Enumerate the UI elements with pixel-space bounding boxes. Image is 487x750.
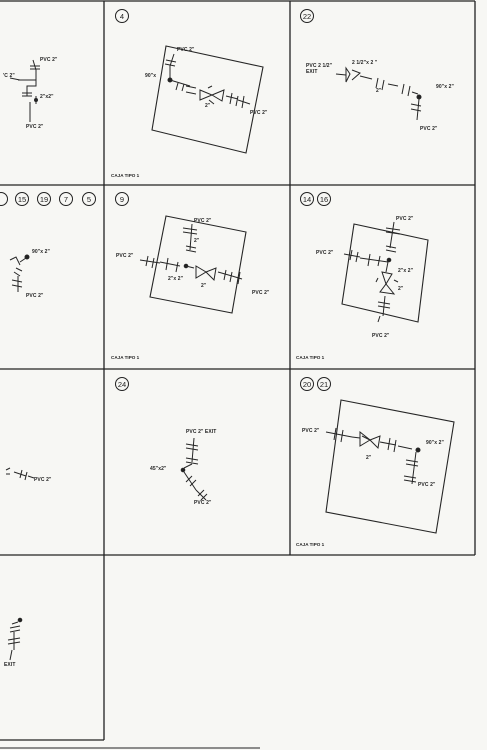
cell-4-diagram: [9, 254, 30, 292]
cell-3-badge: 22: [300, 9, 314, 23]
cell-1-label-bottom: PVC 2": [26, 124, 44, 130]
cell-2-badge: 4: [115, 9, 129, 23]
cell-8-diagram: [180, 437, 208, 501]
cell-5-label-vert: 2": [194, 238, 200, 244]
cell-4-label-elbow: 90"x 2": [32, 249, 50, 255]
cell-1-label-left: 'C 2": [3, 73, 15, 79]
cell-8-label-bottom: PVC 2": [194, 500, 212, 506]
cell-2-diagram: [151, 45, 264, 154]
cell-9-badge-1: 20: [300, 377, 314, 391]
cell-3-label-mid: 2": [376, 88, 382, 94]
cell-7-label-right: PVC 2": [34, 477, 52, 483]
cell-4-badge-2: 19: [37, 192, 51, 206]
cell-3-label-bottom: PVC 2": [420, 126, 438, 132]
cell-5-badge: 9: [115, 192, 129, 206]
cell-3-label-reducer: 2 1/2"x 2 ": [352, 60, 378, 66]
cell-2-label-right: PVC 2": [250, 110, 268, 116]
cell-1-diagram: [9, 59, 40, 122]
cell-10-diagram: [7, 617, 23, 661]
cell-6-badge-1: 14: [300, 192, 314, 206]
cell-6-label-top: PVC 2": [396, 216, 414, 222]
cell-3-diagram: [335, 66, 422, 121]
cell-6-label-left: PVC 2": [316, 250, 334, 256]
cell-9-label-elbow: 90"x 2": [426, 440, 444, 446]
cell-1-label-top: PVC 2": [40, 57, 58, 63]
cell-1-label-mid: 2"x2": [40, 94, 54, 100]
cell-2-label-elbow: 90"x: [145, 73, 157, 79]
cell-8-badge: 24: [115, 377, 129, 391]
cell-4-badge-4: 5: [82, 192, 96, 206]
cell-6-label-bottom: PVC 2": [372, 333, 390, 339]
cell-2-label-inner: 2": [205, 103, 211, 109]
cell-5-label-tee: 2"x 2": [168, 276, 184, 282]
cell-6-label-inner: 2": [398, 286, 404, 292]
cell-4-badge-3: 7: [59, 192, 73, 206]
cell-6-label-tee: 2"x 2": [398, 268, 414, 274]
cell-10-label-exit: EXIT: [4, 662, 16, 668]
cell-9-caja-label: CAJA TIPO 1: [296, 542, 325, 547]
cell-3-label-exit: PVC 2 1/2" EXIT: [306, 63, 333, 75]
cell-6-diagram: [341, 221, 429, 323]
cell-9-label-inner: 2": [366, 455, 372, 461]
cell-5-label-top: PVC 2": [194, 218, 212, 224]
cell-4-label-bottom: PVC 2": [26, 293, 44, 299]
cell-5-label-right: PVC 2": [252, 290, 270, 296]
cell-5-diagram: [139, 215, 247, 314]
cell-2-caja-label: CAJA TIPO 1: [111, 173, 140, 178]
cell-8-label-elbow: 45"x2": [150, 466, 167, 472]
cell-9-badge-2: 21: [317, 377, 331, 391]
cell-9-diagram: [325, 399, 455, 534]
cell-5-caja-label: CAJA TIPO 1: [111, 355, 140, 360]
cell-6-badge-2: 16: [317, 192, 331, 206]
cell-5-label-left: PVC 2": [116, 253, 134, 259]
cell-9-label-bottom: PVC 2": [418, 482, 436, 488]
cell-2-label-top: PVC 2": [177, 47, 195, 53]
cell-9-label-left: PVC 2": [302, 428, 320, 434]
cell-3-label-elbow: 90"x 2": [436, 84, 454, 90]
cell-4-badge-1: 15: [15, 192, 29, 206]
cell-7-diagram: [5, 467, 35, 481]
cell-8-label-exit: PVC 2" EXIT: [186, 429, 217, 435]
cell-6-caja-label: CAJA TIPO 1: [296, 355, 325, 360]
cell-5-label-inner: 2": [201, 283, 207, 289]
grid-lines: [0, 0, 476, 749]
